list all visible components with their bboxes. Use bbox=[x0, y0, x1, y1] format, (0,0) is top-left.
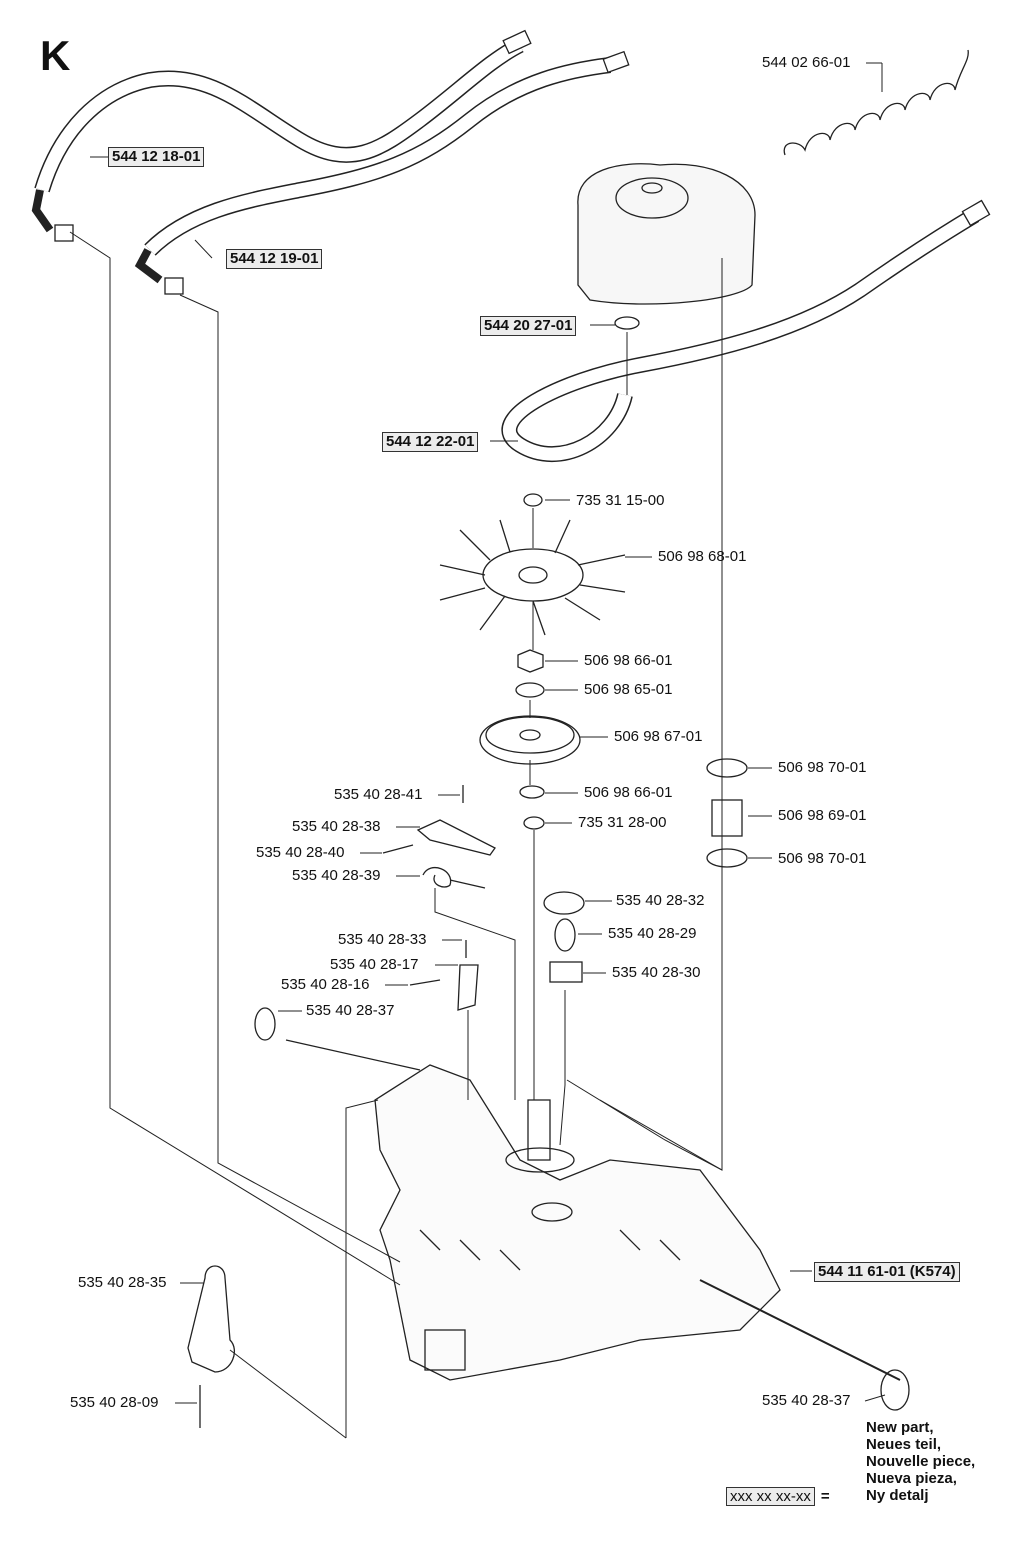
callout-nut-lower: 506 98 66-01 bbox=[584, 784, 673, 801]
hose-544-12-18-01 bbox=[31, 29, 532, 242]
callout-hose-1[interactable]: 544 12 18-01 bbox=[108, 147, 205, 167]
legend-sample-row: xxx xx xx-xx = bbox=[726, 1487, 830, 1506]
sleeve-parts bbox=[706, 758, 748, 868]
legend-line: New part, bbox=[866, 1419, 934, 1436]
callout-hose-2[interactable]: 544 12 19-01 bbox=[226, 249, 323, 269]
coil-spring-544-02-66-01 bbox=[783, 49, 969, 156]
hose-544-12-19-01 bbox=[134, 50, 630, 295]
transaxle-544-11-61-01 bbox=[374, 1064, 910, 1411]
callout-spring-39: 535 40 28-39 bbox=[292, 867, 381, 884]
filter-parts bbox=[543, 891, 585, 983]
new-part-legend: New part, Neues teil, Nouvelle piece, Nu… bbox=[866, 1419, 975, 1504]
pulley bbox=[479, 715, 581, 765]
callout-ring-lower: 735 31 28-00 bbox=[578, 814, 667, 831]
callout-fan: 506 98 68-01 bbox=[658, 548, 747, 565]
callout-pulley: 506 98 67-01 bbox=[614, 728, 703, 745]
callout-arm-38: 535 40 28-38 bbox=[292, 818, 381, 835]
callout-transaxle[interactable]: 544 11 61-01 (K574) bbox=[814, 1262, 960, 1282]
callout-pin-09: 535 40 28-09 bbox=[70, 1394, 159, 1411]
callout-pin-40: 535 40 28-40 bbox=[256, 844, 345, 861]
control-arm-assembly bbox=[254, 785, 496, 1071]
snap-ring bbox=[523, 816, 545, 830]
callout-seal-37-right: 535 40 28-37 bbox=[762, 1392, 851, 1409]
callout-arm-17: 535 40 28-17 bbox=[330, 956, 419, 973]
nut bbox=[517, 649, 544, 673]
nut-lower bbox=[519, 785, 545, 799]
washer bbox=[515, 682, 545, 698]
callout-sleeve-bottom: 506 98 70-01 bbox=[778, 850, 867, 867]
callout-pin-16: 535 40 28-16 bbox=[281, 976, 370, 993]
lever-535-40-28-35 bbox=[187, 1265, 235, 1428]
legend-equals: = bbox=[820, 1488, 830, 1505]
callout-filter-29: 535 40 28-29 bbox=[608, 925, 697, 942]
fan-506-98-68-01 bbox=[439, 493, 626, 636]
callout-washer: 506 98 65-01 bbox=[584, 681, 673, 698]
callout-pin-33: 535 40 28-33 bbox=[338, 931, 427, 948]
callout-lever-35: 535 40 28-35 bbox=[78, 1274, 167, 1291]
callout-pin-41: 535 40 28-41 bbox=[334, 786, 423, 803]
callout-nut: 506 98 66-01 bbox=[584, 652, 673, 669]
callout-sleeve-mid: 506 98 69-01 bbox=[778, 807, 867, 824]
assembly-lines bbox=[69, 231, 723, 1439]
callout-leaders bbox=[90, 62, 886, 1404]
clamp-ring bbox=[614, 316, 640, 330]
reservoir-tank bbox=[577, 163, 756, 305]
legend-line: Ny detalj bbox=[866, 1487, 929, 1504]
legend-line: Neues teil, bbox=[866, 1436, 942, 1453]
callout-spring-wrap: 544 02 66-01 bbox=[762, 54, 851, 71]
callout-plug-30: 535 40 28-30 bbox=[612, 964, 701, 981]
hose-544-12-22-01 bbox=[501, 199, 991, 463]
callout-sleeve-top: 506 98 70-01 bbox=[778, 759, 867, 776]
callout-cap-32: 535 40 28-32 bbox=[616, 892, 705, 909]
callout-ring-top: 735 31 15-00 bbox=[576, 492, 665, 509]
legend-line: Nueva pieza, bbox=[866, 1470, 957, 1487]
section-letter: K bbox=[40, 32, 71, 79]
legend-sample-box: xxx xx xx-xx bbox=[726, 1487, 815, 1506]
legend-line: Nouvelle piece, bbox=[866, 1453, 976, 1470]
callout-clamp[interactable]: 544 20 27-01 bbox=[480, 316, 577, 336]
callout-hose-3[interactable]: 544 12 22-01 bbox=[382, 432, 479, 452]
callout-seal-37-left: 535 40 28-37 bbox=[306, 1002, 395, 1019]
